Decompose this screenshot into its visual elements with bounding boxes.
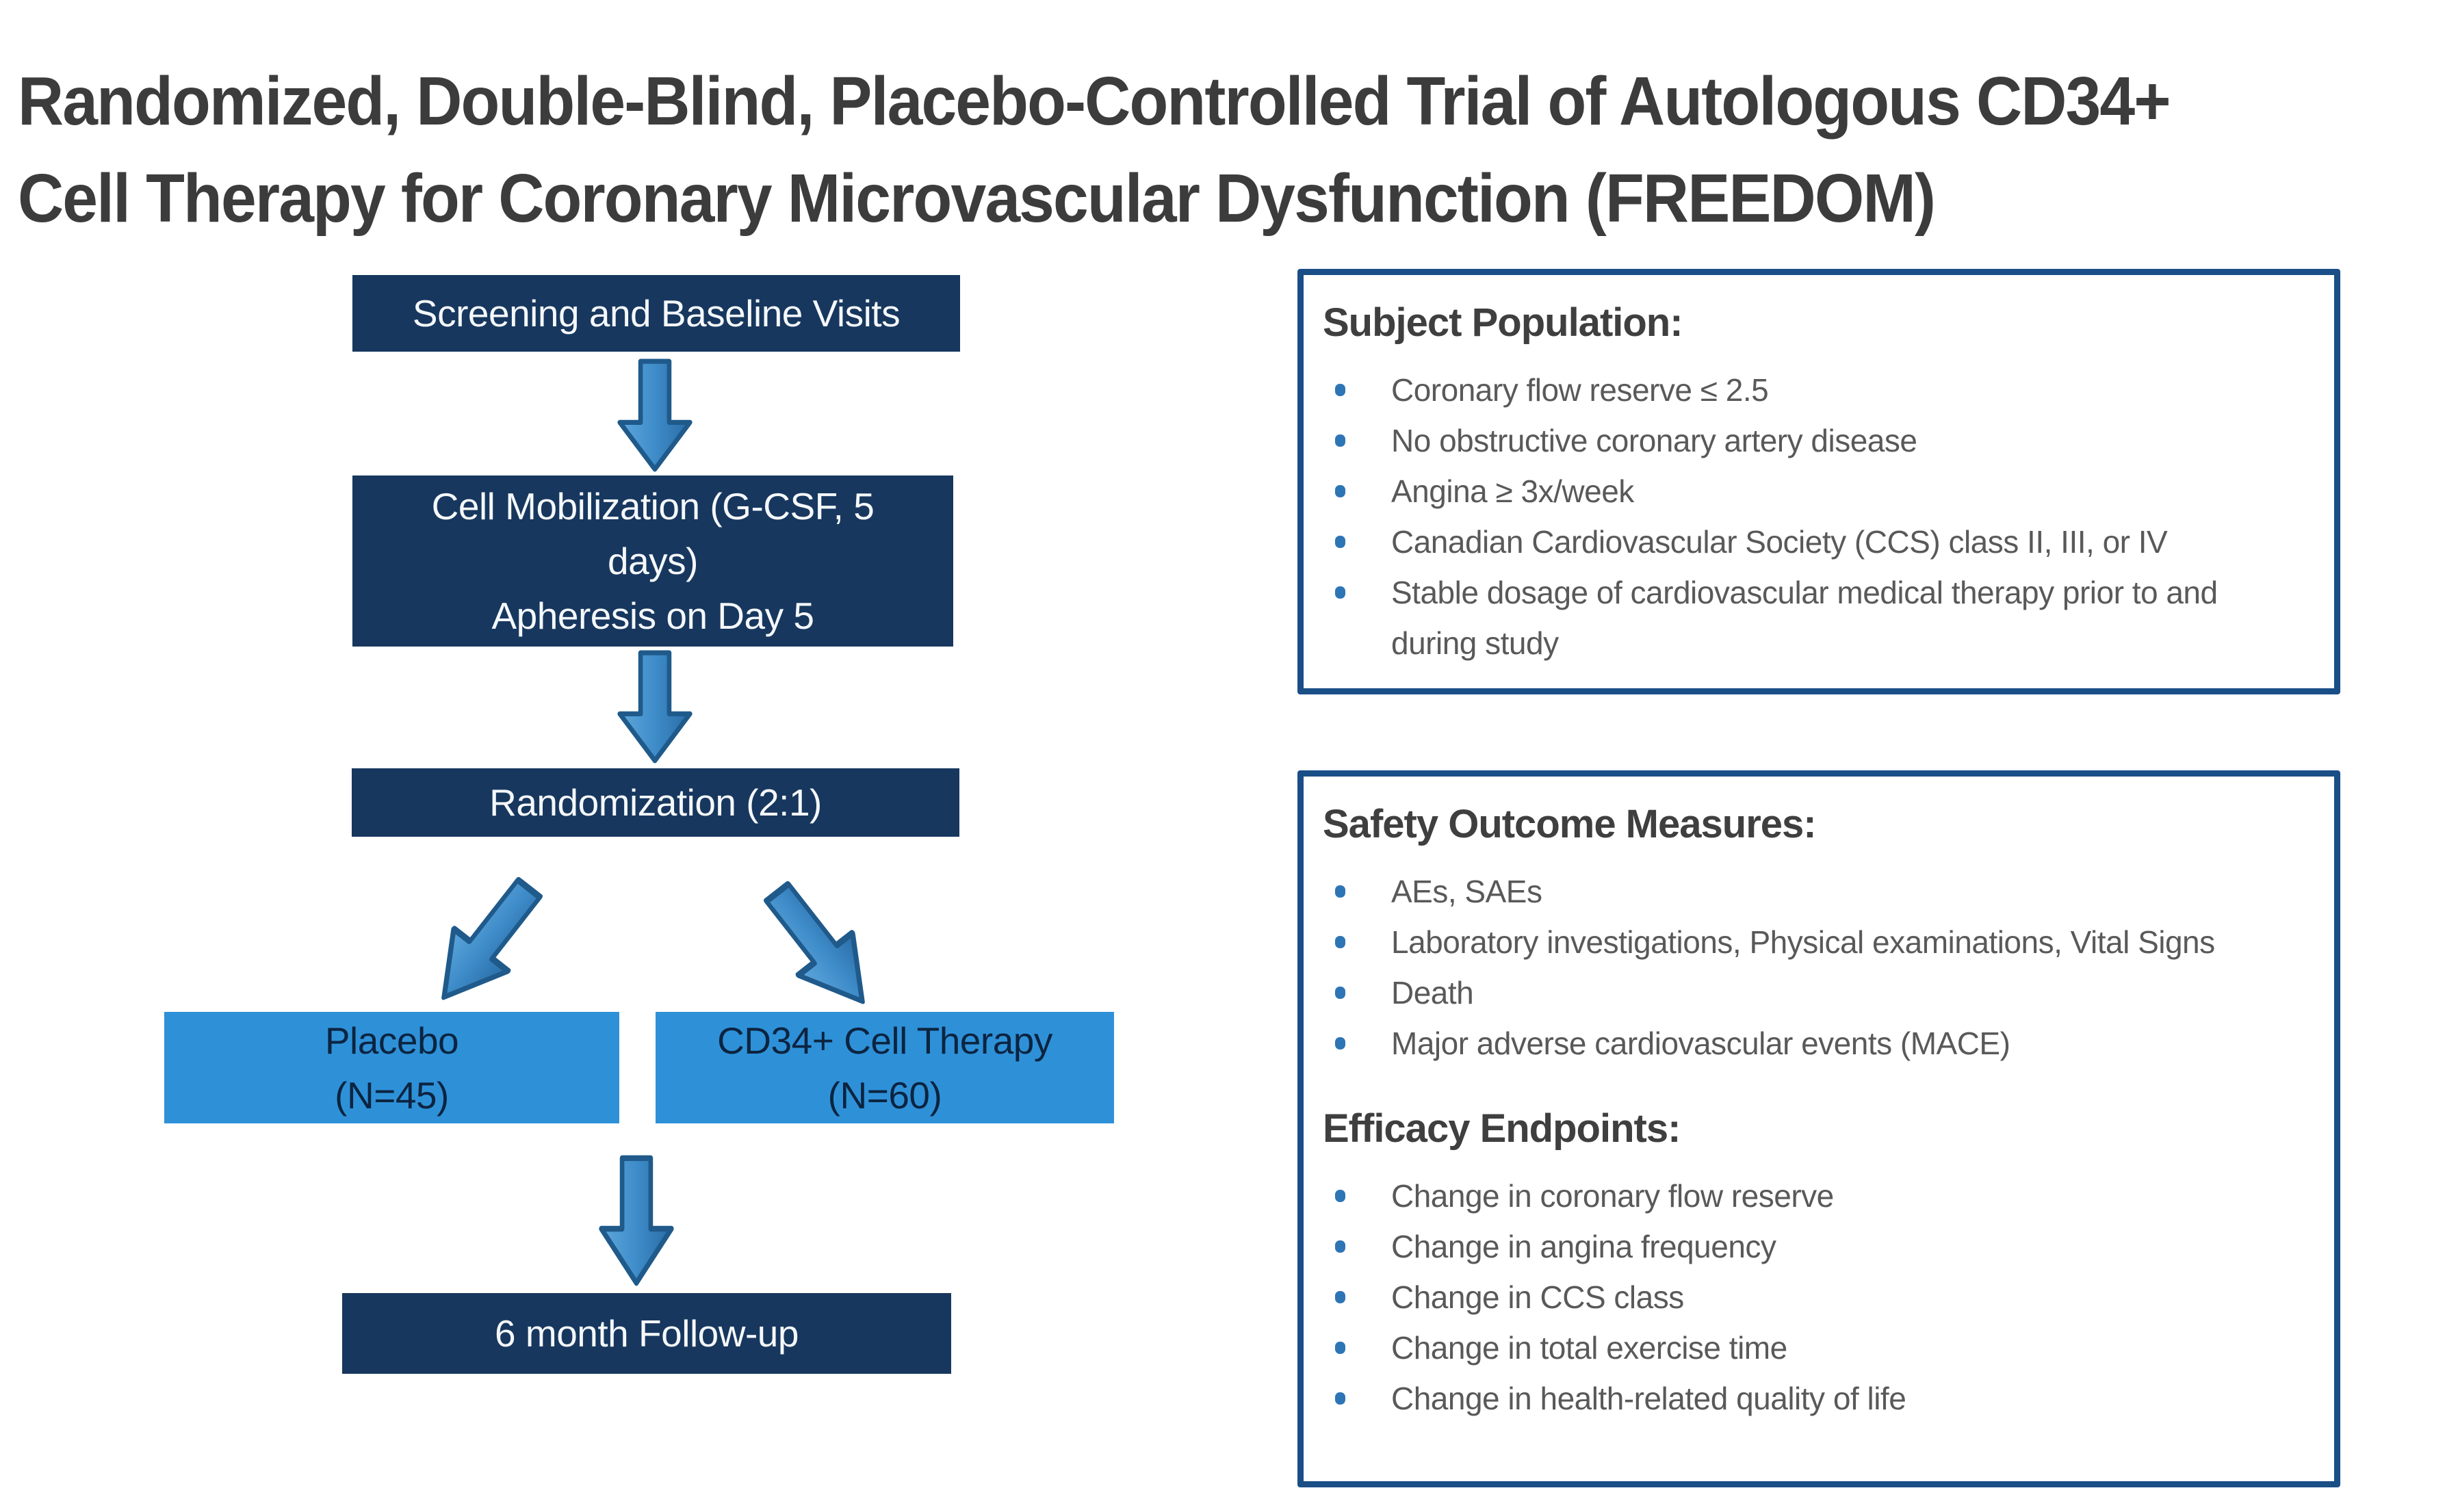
bullet-icon bbox=[1335, 987, 1345, 999]
bullet-icon bbox=[1335, 885, 1345, 898]
list-item: Stable dosage of cardiovascular medical … bbox=[1320, 567, 2311, 668]
list-item-text: No obstructive coronary artery disease bbox=[1391, 423, 1917, 458]
list-item-text: Change in health-related quality of life bbox=[1391, 1381, 1906, 1416]
list-item: Change in health-related quality of life bbox=[1320, 1373, 2311, 1424]
bullet-icon bbox=[1335, 1342, 1345, 1354]
list-item-text: Change in CCS class bbox=[1391, 1279, 1684, 1315]
list-item: Change in angina frequency bbox=[1320, 1221, 2311, 1272]
list-item-text: Canadian Cardiovascular Society (CCS) cl… bbox=[1391, 524, 2168, 560]
list-item: Coronary flow reserve ≤ 2.5 bbox=[1320, 365, 2311, 415]
page-title-line2: Cell Therapy for Coronary Microvascular … bbox=[18, 160, 1936, 237]
list-item: Change in coronary flow reserve bbox=[1320, 1171, 2311, 1221]
list-item-text: Laboratory investigations, Physical exam… bbox=[1391, 924, 2215, 960]
panel-safety-outcomes-title: Safety Outcome Measures: bbox=[1323, 802, 1817, 846]
list-item-text: Change in total exercise time bbox=[1391, 1330, 1787, 1366]
bullet-icon bbox=[1335, 434, 1345, 447]
bullet-icon bbox=[1335, 1190, 1345, 1202]
list-item: Death bbox=[1320, 967, 2311, 1018]
list-item-text: Stable dosage of cardiovascular medical … bbox=[1391, 575, 2218, 661]
arrow-down-right-icon bbox=[763, 881, 865, 1004]
list-item-text: Change in coronary flow reserve bbox=[1391, 1178, 1834, 1214]
page-title-line1: Randomized, Double-Blind, Placebo-Contro… bbox=[18, 63, 2171, 140]
panel-outcomes: Safety Outcome Measures: AEs, SAEs Labor… bbox=[1297, 770, 2340, 1487]
list-item-text: AEs, SAEs bbox=[1391, 874, 1542, 909]
flow-box-cd34-cell-therapy: CD34+ Cell Therapy (N=60) bbox=[656, 1012, 1114, 1123]
flow-box-cell-mobilization-line2: days) bbox=[608, 540, 699, 582]
list-item: Change in total exercise time bbox=[1320, 1322, 2311, 1373]
bullet-icon bbox=[1335, 1291, 1345, 1303]
list-item-text: Coronary flow reserve ≤ 2.5 bbox=[1391, 372, 1769, 408]
flow-box-cell-mobilization-line1: Cell Mobilization (G-CSF, 5 bbox=[431, 485, 875, 527]
list-item-text: Death bbox=[1391, 975, 1474, 1011]
flow-box-placebo: Placebo (N=45) bbox=[164, 1012, 619, 1123]
arrow-down-icon bbox=[617, 359, 693, 472]
panel-efficacy-endpoints-title: Efficacy Endpoints: bbox=[1323, 1106, 1681, 1151]
flow-box-cd34-line2: (N=60) bbox=[827, 1073, 942, 1117]
flow-box-cd34-line1: CD34+ Cell Therapy bbox=[717, 1019, 1052, 1062]
flow-box-screening: Screening and Baseline Visits bbox=[352, 275, 960, 352]
bullet-icon bbox=[1335, 536, 1345, 548]
list-item: Change in CCS class bbox=[1320, 1272, 2311, 1322]
list-item: AEs, SAEs bbox=[1320, 866, 2311, 917]
flow-box-randomization-label: Randomization (2:1) bbox=[489, 781, 822, 824]
list-item-text: Major adverse cardiovascular events (MAC… bbox=[1391, 1026, 2010, 1061]
bullet-icon bbox=[1335, 485, 1345, 497]
list-item: Angina ≥ 3x/week bbox=[1320, 466, 2311, 517]
list-item-text: Change in angina frequency bbox=[1391, 1229, 1776, 1264]
panel-subject-population-title: Subject Population: bbox=[1323, 300, 1683, 345]
list-item: No obstructive coronary artery disease bbox=[1320, 415, 2311, 466]
flow-box-cell-mobilization-line3: Apheresis on Day 5 bbox=[491, 595, 815, 637]
bullet-icon bbox=[1335, 936, 1345, 948]
flow-box-cell-mobilization: Cell Mobilization (G-CSF, 5 days) Aphere… bbox=[352, 475, 953, 647]
arrow-down-icon bbox=[617, 650, 693, 764]
bullet-icon bbox=[1335, 1240, 1345, 1253]
flow-box-randomization: Randomization (2:1) bbox=[352, 768, 959, 837]
arrow-down-icon bbox=[599, 1155, 674, 1286]
arrow-down-left-icon bbox=[441, 876, 543, 1000]
list-item-text: Angina ≥ 3x/week bbox=[1391, 473, 1634, 509]
flow-box-placebo-line1: Placebo bbox=[324, 1019, 459, 1062]
list-item: Major adverse cardiovascular events (MAC… bbox=[1320, 1018, 2311, 1069]
bullet-icon bbox=[1335, 1037, 1345, 1050]
flow-box-placebo-line2: (N=45) bbox=[335, 1073, 449, 1117]
efficacy-endpoints-list: Change in coronary flow reserve Change i… bbox=[1320, 1171, 2311, 1424]
subject-population-list: Coronary flow reserve ≤ 2.5 No obstructi… bbox=[1320, 365, 2311, 668]
page-title: Randomized, Double-Blind, Placebo-Contro… bbox=[18, 53, 2271, 247]
list-item: Laboratory investigations, Physical exam… bbox=[1320, 917, 2311, 967]
bullet-icon bbox=[1335, 384, 1345, 396]
list-item: Canadian Cardiovascular Society (CCS) cl… bbox=[1320, 517, 2311, 567]
panel-subject-population: Subject Population: Coronary flow reserv… bbox=[1297, 269, 2340, 694]
bullet-icon bbox=[1335, 1392, 1345, 1405]
safety-outcomes-list: AEs, SAEs Laboratory investigations, Phy… bbox=[1320, 866, 2311, 1069]
flow-box-6-month-followup: 6 month Follow-up bbox=[342, 1293, 951, 1374]
flow-box-screening-label: Screening and Baseline Visits bbox=[412, 292, 901, 335]
flow-box-6-month-followup-label: 6 month Follow-up bbox=[495, 1312, 799, 1355]
bullet-icon bbox=[1335, 586, 1345, 599]
